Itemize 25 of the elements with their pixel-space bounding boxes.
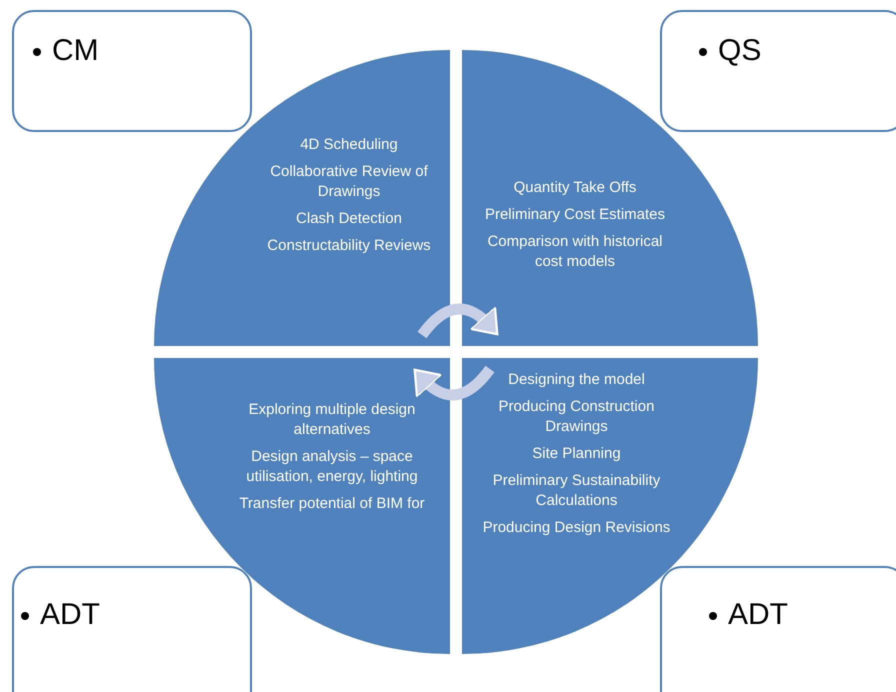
role-label: CM <box>52 34 99 68</box>
role-label: ADT <box>728 598 788 632</box>
list-item: Quantity Take Offs <box>512 178 638 198</box>
role-label: QS <box>718 34 762 68</box>
rounded-box <box>660 566 896 692</box>
list-item: Clash Detection <box>295 209 403 229</box>
rounded-box <box>12 566 252 692</box>
list-item: 4D Scheduling <box>299 135 399 155</box>
list-item: Transfer potential of BIM for <box>238 494 426 514</box>
list-item: Constructability Reviews <box>266 236 432 256</box>
list-item: Producing Construction Drawings <box>498 397 656 437</box>
list-item: Comparison with historical cost models <box>486 232 664 272</box>
list-item: Preliminary Cost Estimates <box>484 205 666 225</box>
rounded-box <box>12 10 252 132</box>
list-item: Designing the model <box>507 370 646 390</box>
quadrant-segment <box>154 358 450 654</box>
role-label: ADT <box>40 598 100 632</box>
list-item: Producing Design Revisions <box>482 518 672 538</box>
list-item: Collaborative Review of Drawings <box>269 162 429 202</box>
list-item: Site Planning <box>531 444 622 464</box>
list-item: Exploring multiple design alternatives <box>248 400 416 440</box>
list-item: Preliminary Sustainability Calculations <box>492 471 662 511</box>
list-item: Design analysis – space utilisation, energy, lighting <box>245 447 419 487</box>
quadrant-segment <box>154 50 450 346</box>
rounded-box <box>660 10 896 132</box>
